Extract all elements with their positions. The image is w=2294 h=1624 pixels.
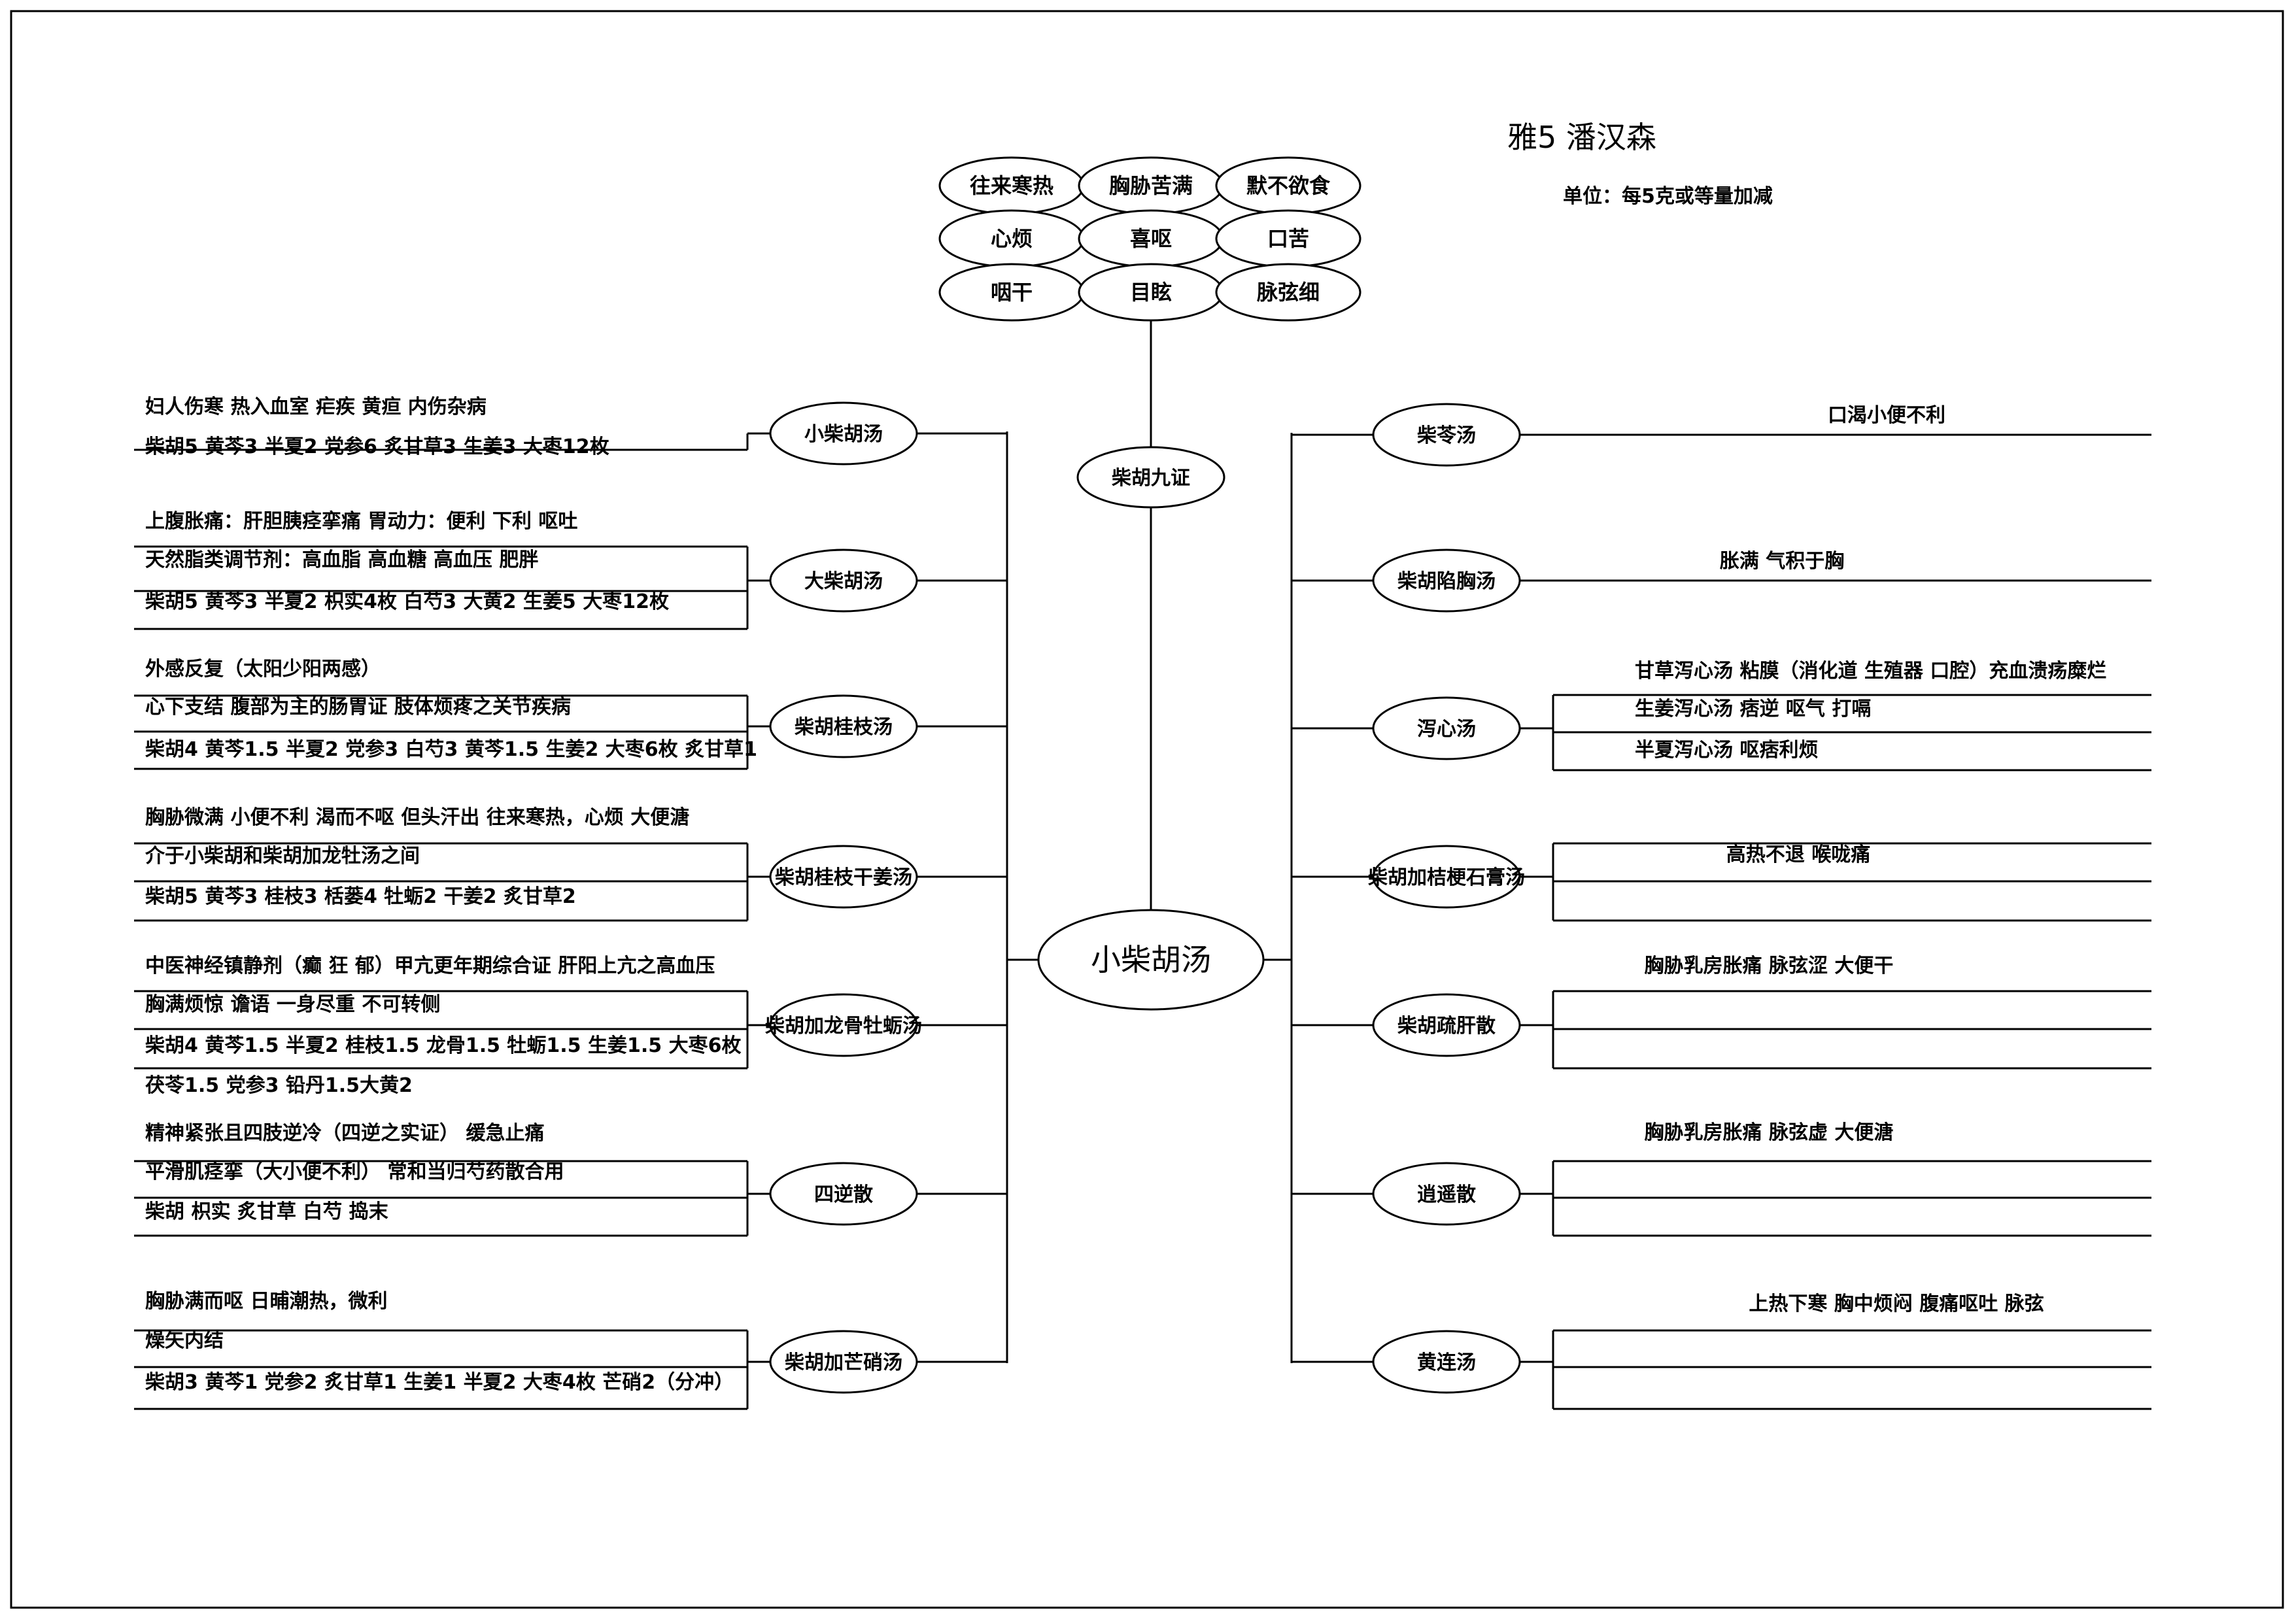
- formula-note: 精神紧张且四肢逆冷（四逆之实证） 缓急止痛: [145, 1122, 544, 1145]
- center-label: 小柴胡汤: [1091, 942, 1211, 977]
- page-border: [10, 10, 2284, 1609]
- formula-note: 高热不退 喉咙痛: [1726, 843, 1870, 866]
- formula-note: 柴胡5 黄芩3 半夏2 党参6 炙甘草3 生姜3 大枣12枚: [145, 435, 609, 458]
- symptom-label: 胸胁苦满: [1109, 173, 1193, 198]
- formula-note: 妇人伤寒 热入血室 疟疾 黄疸 内伤杂病: [145, 396, 487, 418]
- formula-note: 胸胁乳房胀痛 脉弦虚 大便溏: [1645, 1121, 1894, 1144]
- formula-note: 甘草泻心汤 粘膜（消化道 生殖器 口腔）充血溃疡糜烂: [1635, 660, 2106, 683]
- formula-note: 胸胁微满 小便不利 渴而不呕 但头汗出 往来寒热，心烦 大便溏: [145, 806, 689, 829]
- symptom-node: 喜呕: [1078, 209, 1224, 268]
- formula-name: 柴胡加芒硝汤: [785, 1351, 902, 1374]
- symptom-node: 脉弦细: [1215, 263, 1361, 322]
- unit-note: 单位：每5克或等量加减: [1563, 185, 1773, 208]
- left-branch: 柴胡桂枝干姜汤 胸胁微满 小便不利 渴而不呕 但头汗出 往来寒热，心烦 大便溏介于…: [134, 806, 1007, 922]
- right-branch: 黄连汤 上热下寒 胸中烦闷 腹痛呕吐 脉弦: [1292, 1293, 2151, 1410]
- formula-note: 半夏泻心汤 呕痞利烦: [1635, 739, 1818, 762]
- formula-name: 柴胡陷胸汤: [1397, 570, 1496, 593]
- formula-note: 柴胡5 黄芩3 半夏2 枳实4枚 白芍3 大黄2 生姜5 大枣12枚: [145, 590, 669, 613]
- right-branch: 柴苓汤 口渴小便不利: [1292, 403, 2151, 467]
- formula-note: 柴胡4 黄芩1.5 半夏2 党参3 白芍3 黄芩1.5 生姜2 大枣6枚 炙甘草…: [145, 738, 757, 761]
- formula-name: 逍遥散: [1417, 1183, 1476, 1206]
- formula-note: 胸胁乳房胀痛 脉弦涩 大便干: [1645, 955, 1894, 977]
- right-branch: 柴胡疏肝散 胸胁乳房胀痛 脉弦涩 大便干: [1292, 955, 2151, 1070]
- symptom-label: 喜呕: [1130, 226, 1172, 251]
- symptom-node: 口苦: [1215, 209, 1361, 268]
- formula-note: 口渴小便不利: [1828, 404, 1945, 427]
- symptom-label: 心烦: [991, 226, 1033, 251]
- symptom-label: 咽干: [991, 280, 1033, 305]
- formula-note: 胸满烦惊 谵语 一身尽重 不可转侧: [145, 993, 440, 1016]
- formula-name: 四逆散: [814, 1183, 873, 1206]
- formula-name: 柴胡桂枝汤: [795, 716, 893, 739]
- formula-note: 柴胡3 黄芩1 党参2 炙甘草1 生姜1 半夏2 大枣4枚 芒硝2（分冲）: [145, 1371, 734, 1394]
- symptom-label: 目眩: [1130, 280, 1172, 305]
- formula-note: 生姜泻心汤 痞逆 呕气 打嗝: [1635, 698, 1871, 720]
- formula-note: 中医神经镇静剂（癫 狂 郁）甲亢更年期综合证 肝阳上亢之高血压: [145, 955, 715, 977]
- left-branch: 柴胡加龙骨牡蛎汤 中医神经镇静剂（癫 狂 郁）甲亢更年期综合证 肝阳上亢之高血压胸…: [134, 955, 1007, 1097]
- symptom-node: 胸胁苦满: [1078, 156, 1224, 215]
- symptom-node: 咽干: [938, 263, 1085, 322]
- right-branch: 柴胡加桔梗石膏汤 高热不退 喉咙痛: [1292, 842, 2151, 922]
- formula-name: 柴苓汤: [1417, 424, 1476, 447]
- left-branch: 大柴胡汤 上腹胀痛：肝胆胰痉挛痛 胃动力：便利 下利 呕吐天然脂类调节剂：高血脂 …: [134, 510, 1007, 630]
- formula-note: 天然脂类调节剂：高血脂 高血糖 高血压 肥胖: [145, 549, 538, 571]
- right-branch: 柴胡陷胸汤 胀满 气积于胸: [1292, 549, 2151, 613]
- symptom-label: 口苦: [1267, 226, 1309, 251]
- formula-name: 柴胡加龙骨牡蛎汤: [765, 1015, 922, 1038]
- symptom-node: 往来寒热: [938, 156, 1085, 215]
- formula-name: 大柴胡汤: [804, 570, 883, 593]
- symptom-label: 往来寒热: [970, 173, 1053, 198]
- formula-note: 柴胡5 黄芩3 桂枝3 栝蒌4 牡蛎2 干姜2 炙甘草2: [145, 885, 576, 908]
- formula-name: 柴胡加桔梗石膏汤: [1368, 866, 1525, 889]
- formula-note: 胸胁满而呕 日晡潮热，微利: [145, 1290, 387, 1313]
- left-branch: 柴胡桂枝汤 外感反复（太阳少阳两感） 心下支结 腹部为主的肠胃证 肢体烦疼之关节疾病…: [134, 658, 1007, 770]
- formula-name: 柴胡桂枝干姜汤: [775, 866, 912, 889]
- formula-name: 小柴胡汤: [804, 423, 883, 446]
- formula-note: 外感反复（太阳少阳两感）: [145, 658, 381, 681]
- formula-note: 柴胡4 黄芩1.5 半夏2 桂枝1.5 龙骨1.5 牡蛎1.5 生姜1.5 大枣…: [145, 1034, 741, 1057]
- formula-note: 胀满 气积于胸: [1720, 550, 1844, 573]
- formula-name: 黄连汤: [1417, 1351, 1476, 1374]
- symptom-label: 默不欲食: [1246, 173, 1331, 198]
- symptom-label: 脉弦细: [1257, 280, 1320, 305]
- formula-note: 上热下寒 胸中烦闷 腹痛呕吐 脉弦: [1749, 1293, 2044, 1315]
- formula-note: 介于小柴胡和柴胡加龙牡汤之间: [145, 845, 420, 868]
- formula-note: 茯苓1.5 党参3 铅丹1.5大黄2: [145, 1074, 413, 1097]
- formula-name: 泻心汤: [1417, 718, 1476, 741]
- symptom-node: 心烦: [938, 209, 1085, 268]
- page-title: 雅5 潘汉森: [1507, 120, 1656, 155]
- symptom-node: 目眩: [1078, 263, 1224, 322]
- formula-note: 上腹胀痛：肝胆胰痉挛痛 胃动力：便利 下利 呕吐: [145, 510, 577, 533]
- group-label-node: 柴胡九证: [1076, 446, 1225, 509]
- group-label: 柴胡九证: [1112, 467, 1190, 490]
- formula-note: 燥矢内结: [145, 1329, 224, 1352]
- formula-note: 柴胡 枳实 炙甘草 白芍 捣末: [145, 1200, 388, 1223]
- connector-lines: [1006, 320, 1293, 1363]
- right-branch: 逍遥散 胸胁乳房胀痛 脉弦虚 大便溏: [1292, 1121, 2151, 1237]
- center-node: 小柴胡汤: [1037, 909, 1265, 1011]
- formula-note: 心下支结 腹部为主的肠胃证 肢体烦疼之关节疾病: [145, 696, 571, 719]
- symptom-node: 默不欲食: [1215, 156, 1361, 215]
- formula-note: 平滑肌痉挛（大小便不利） 常和当归芍药散合用: [145, 1160, 564, 1183]
- formula-name: 柴胡疏肝散: [1397, 1015, 1496, 1038]
